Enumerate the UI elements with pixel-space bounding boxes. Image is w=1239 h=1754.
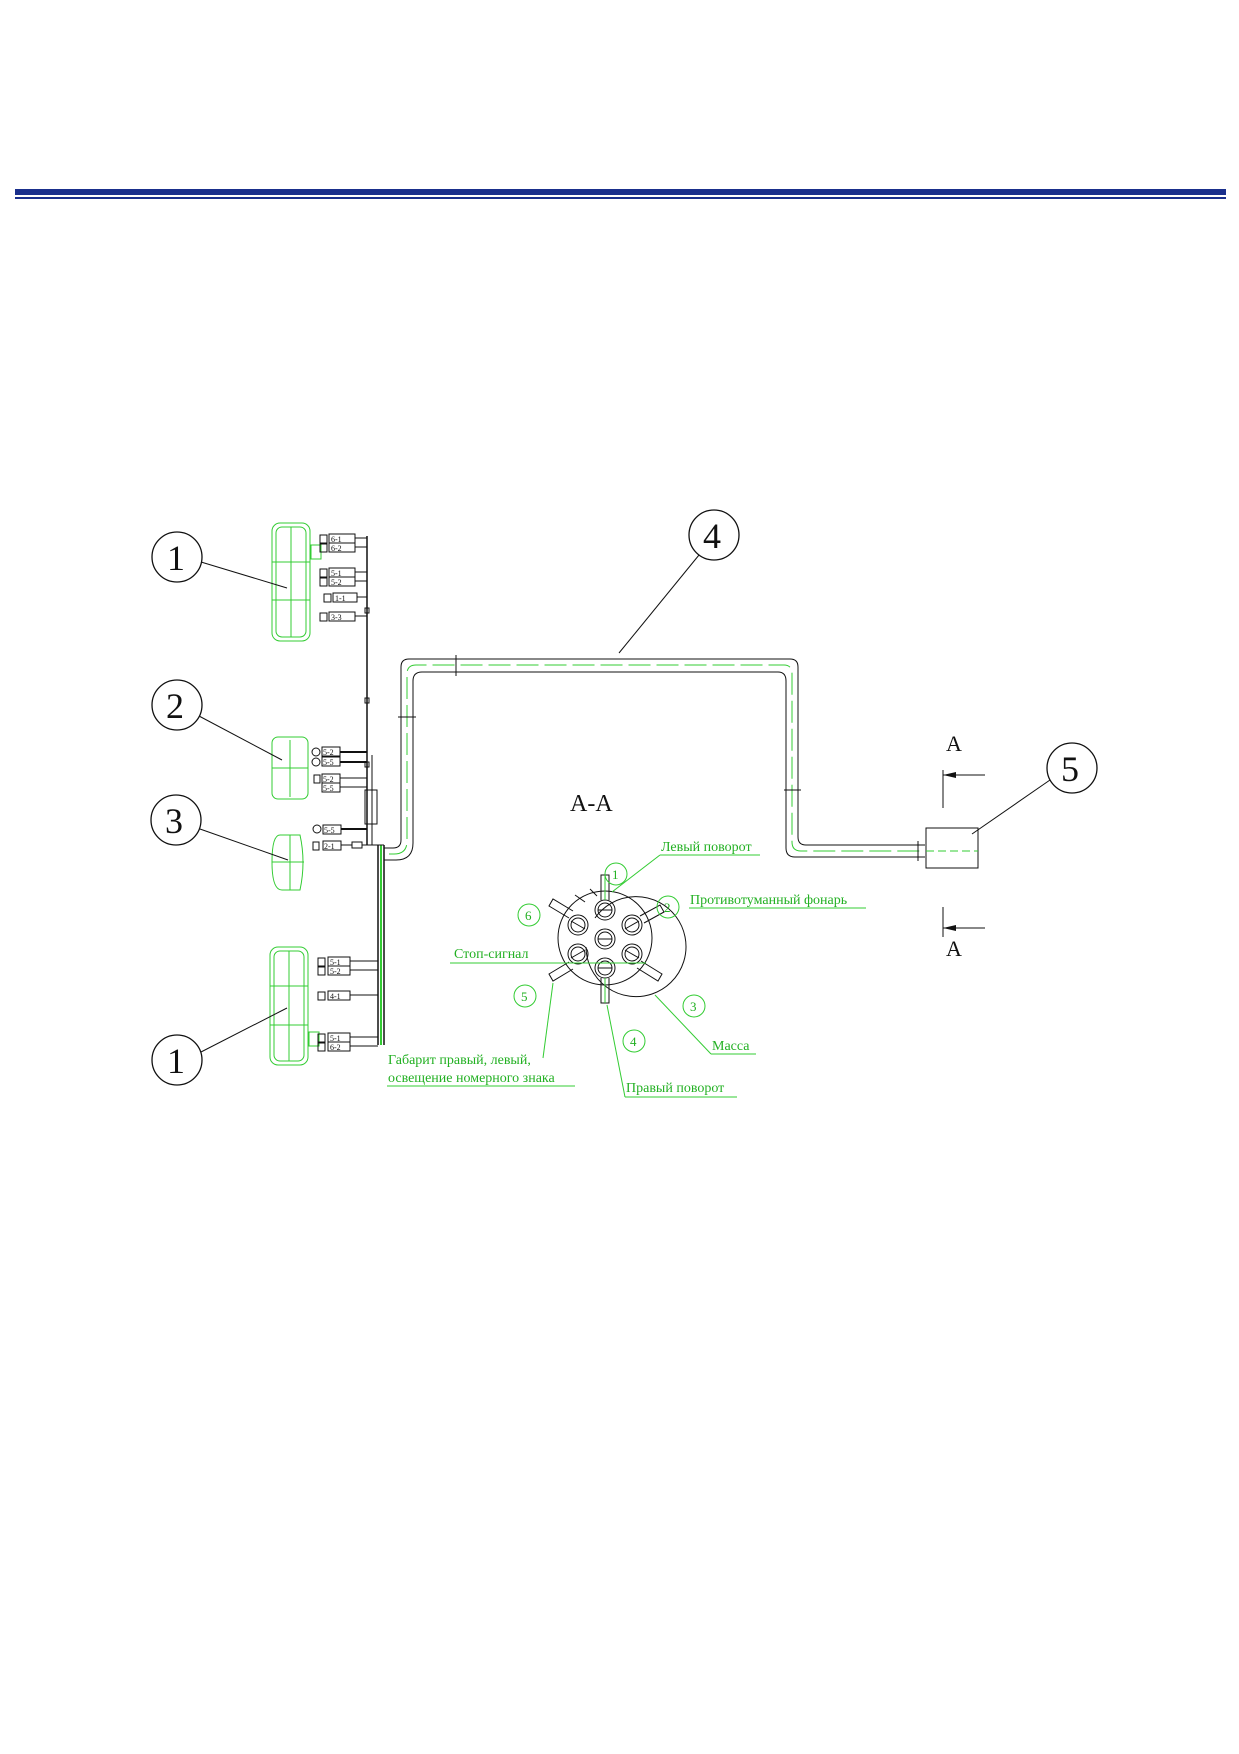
lamp-2 [271, 736, 309, 800]
section-arrow-top: А [946, 731, 962, 756]
terminal-label: 2-1 [324, 842, 335, 851]
terminal-label: 6-2 [330, 1043, 341, 1052]
callout-4: 4 [618, 509, 740, 654]
svg-text:2: 2 [166, 686, 184, 726]
svg-text:1: 1 [167, 1041, 185, 1081]
callout-5: 5 [971, 742, 1098, 835]
rear-lamp-top [271, 522, 322, 642]
svg-text:4: 4 [703, 516, 721, 556]
terminal-label: 5-1 [330, 958, 341, 967]
terminal-label: 5-5 [324, 826, 335, 835]
rear-lamp-bottom [269, 946, 320, 1066]
section-arrow-bottom: А [946, 936, 962, 961]
label-ground: Масса [712, 1039, 750, 1054]
callout-2: 2 [151, 679, 283, 761]
svg-text:1: 1 [167, 538, 185, 578]
terminal-label: 5-5 [323, 784, 334, 793]
callout-3: 3 [150, 794, 289, 861]
label-marker-1: Габарит правый, левый, [388, 1053, 531, 1068]
terminal-label: 5-2 [330, 967, 341, 976]
top-lamp-terminals: 6-1 6-2 5-1 5-2 1-1 3-3 [319, 533, 367, 622]
terminal-label: 1-1 [335, 594, 346, 603]
header-rule-thick [15, 189, 1226, 195]
label-right-turn: Правый поворот [626, 1081, 724, 1096]
svg-text:3: 3 [165, 801, 183, 841]
connector-5 [925, 827, 979, 869]
label-fog-lamp: Противотуманный фонарь [690, 893, 847, 908]
terminal-label: 5-1 [330, 1034, 341, 1043]
svg-text:6: 6 [525, 908, 532, 923]
label-marker-2: освещение номерного знака [388, 1071, 556, 1086]
section-title: А-А [570, 791, 613, 817]
svg-text:3: 3 [690, 999, 697, 1014]
lamp-3-round [271, 834, 304, 891]
section-marks: А А [942, 731, 985, 961]
terminal-label: 3-3 [331, 613, 342, 622]
label-left-turn: Левый поворот [661, 840, 752, 855]
terminal-label: 5-1 [331, 569, 342, 578]
lamp-3-terminals: 5-5 2-1 [312, 824, 367, 851]
socket-labels: Левый поворот Противотуманный фонарь Сто… [387, 840, 866, 1098]
cable-4 [384, 655, 925, 861]
junction-box [364, 789, 378, 825]
terminal-label: 5-2 [323, 748, 334, 757]
svg-text:4: 4 [630, 1034, 637, 1049]
terminal-label: 6-1 [331, 535, 342, 544]
socket-section [548, 874, 687, 1004]
harness-trunk [364, 536, 385, 1045]
terminal-label: 5-2 [331, 578, 342, 587]
lamp-2-terminals: 5-2 5-5 5-2 5-5 [311, 746, 367, 793]
svg-text:5: 5 [1061, 749, 1079, 789]
svg-text:2: 2 [664, 900, 671, 915]
bottom-lamp-terminals: 5-1 5-2 4-1 5-1 6-2 [317, 956, 378, 1052]
terminal-label: 5-5 [323, 758, 334, 767]
label-stop-signal: Стоп-сигнал [454, 947, 529, 962]
svg-text:1: 1 [612, 867, 619, 882]
terminal-label: 5-2 [323, 775, 334, 784]
svg-text:5: 5 [521, 989, 528, 1004]
header-rule [15, 189, 1226, 199]
callout-1-bottom: 1 [151, 1007, 288, 1086]
terminal-label: 4-1 [330, 992, 341, 1001]
socket-pin-numbers: 1 2 3 4 5 6 [513, 862, 706, 1053]
terminal-label: 6-2 [331, 544, 342, 553]
header-rule-thin [15, 197, 1226, 199]
callout-1-top: 1 [151, 531, 288, 589]
